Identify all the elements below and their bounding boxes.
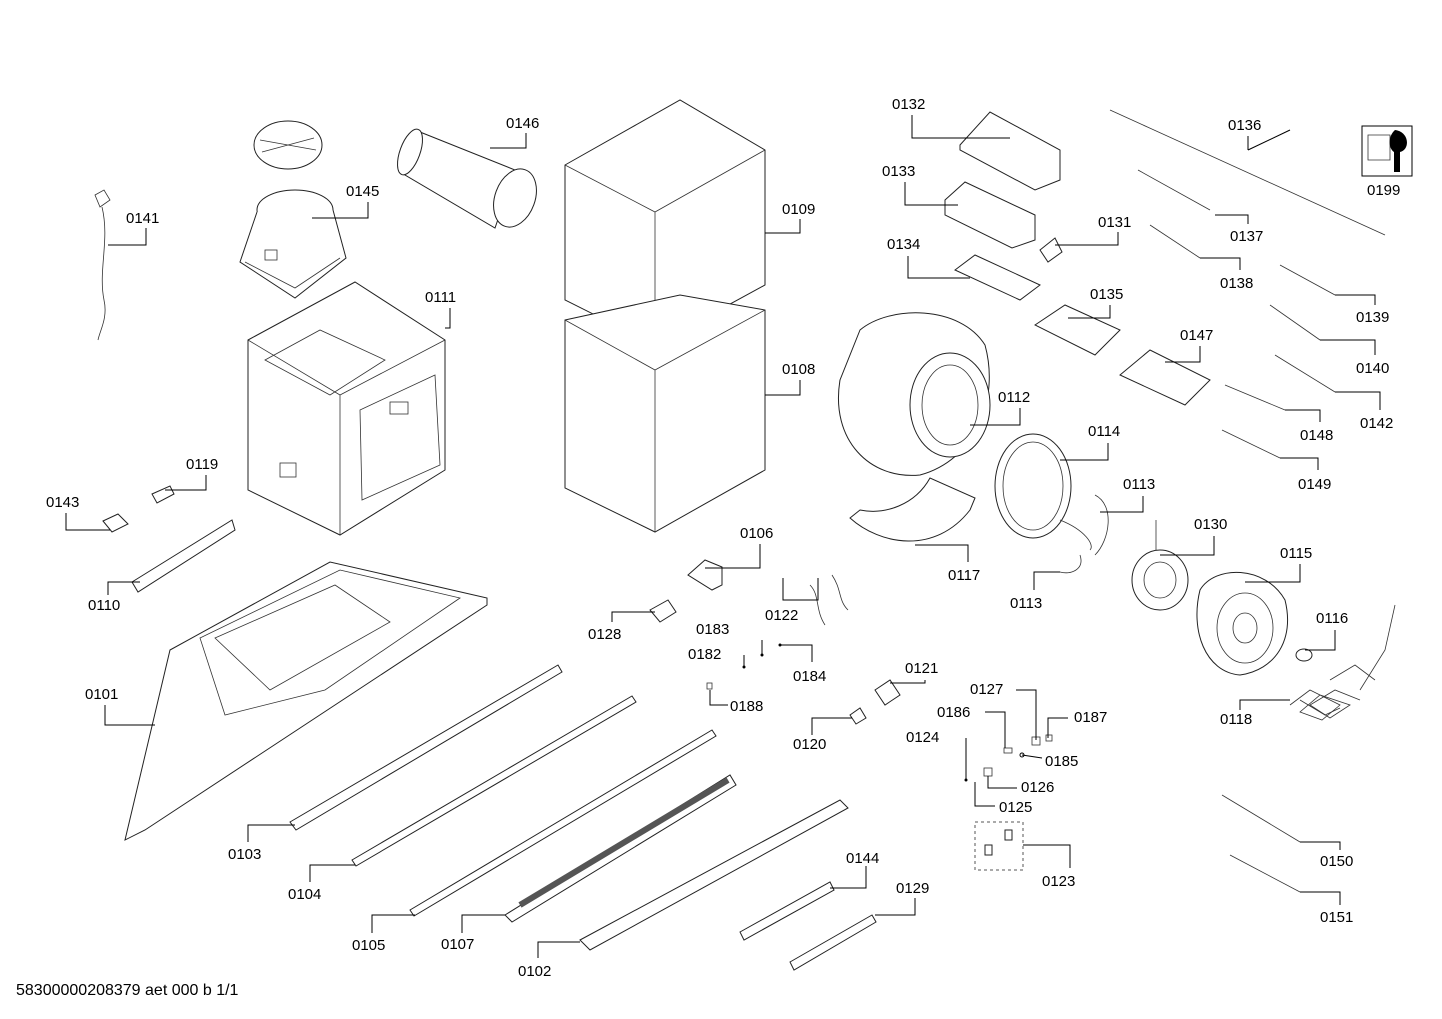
label-0126: 0126 <box>1021 779 1054 796</box>
label-0113-b: 0113 <box>1010 595 1042 612</box>
label-0134: 0134 <box>887 236 920 253</box>
label-0113-a: 0113 <box>1123 476 1155 493</box>
label-0112: 0112 <box>998 389 1030 406</box>
label-0111: 0111 <box>425 289 456 306</box>
upper-chimney-part <box>564 99 766 346</box>
label-0142: 0142 <box>1360 415 1393 432</box>
label-0122: 0122 <box>765 607 798 624</box>
label-0103: 0103 <box>228 846 261 863</box>
label-0187: 0187 <box>1074 709 1107 726</box>
power-cord-part <box>94 189 111 341</box>
label-0138: 0138 <box>1220 275 1253 292</box>
control-boards-part <box>954 254 1211 406</box>
label-0150: 0150 <box>1320 853 1353 870</box>
label-0136: 0136 <box>1228 117 1261 134</box>
label-0185: 0185 <box>1045 753 1078 770</box>
label-0199: 0199 <box>1367 182 1400 199</box>
label-0184: 0184 <box>793 668 826 685</box>
label-0124: 0124 <box>906 729 939 746</box>
label-0117: 0117 <box>948 567 980 584</box>
label-0115: 0115 <box>1280 545 1312 562</box>
label-0105: 0105 <box>352 937 385 954</box>
label-0143: 0143 <box>46 494 79 511</box>
label-0109: 0109 <box>782 201 815 218</box>
coil-part <box>1289 604 1396 721</box>
motor-bracket-part <box>1059 494 1109 574</box>
fan-housing-box-part <box>247 281 446 536</box>
label-0107: 0107 <box>441 936 474 953</box>
label-0137: 0137 <box>1230 228 1263 245</box>
fan-wheel-part <box>1196 571 1289 676</box>
small-brackets-part <box>102 485 236 593</box>
blower-housing-part <box>838 312 991 476</box>
filter-strips-part <box>289 664 877 971</box>
label-0144: 0144 <box>846 850 879 867</box>
label-0151: 0151 <box>1320 909 1353 926</box>
leader-lines <box>65 115 1381 958</box>
canopy-part <box>124 561 488 841</box>
label-0102: 0102 <box>518 963 551 980</box>
label-0135: 0135 <box>1090 286 1123 303</box>
label-0127: 0127 <box>970 681 1003 698</box>
label-0114: 0114 <box>1088 423 1120 440</box>
curved-shield-part <box>849 477 976 542</box>
label-0125: 0125 <box>999 799 1032 816</box>
blower-motor-part <box>1131 520 1189 611</box>
label-0140: 0140 <box>1356 360 1389 377</box>
lower-chimney-part <box>564 294 766 533</box>
label-0141: 0141 <box>126 210 159 227</box>
small-fittings-part <box>649 559 901 725</box>
label-0120: 0120 <box>793 736 826 753</box>
label-0128: 0128 <box>588 626 621 643</box>
label-0133: 0133 <box>882 163 915 180</box>
label-0118: 0118 <box>1220 711 1252 728</box>
label-0116: 0116 <box>1316 610 1348 627</box>
label-0119: 0119 <box>186 456 218 473</box>
label-0139: 0139 <box>1356 309 1389 326</box>
wrench-icon <box>1361 125 1413 177</box>
label-0106: 0106 <box>740 525 773 542</box>
wiring-cables-part <box>1109 109 1386 893</box>
label-0132: 0132 <box>892 96 925 113</box>
duct-tube-part <box>397 128 537 229</box>
label-0148: 0148 <box>1300 427 1333 444</box>
label-0110: 0110 <box>88 597 120 614</box>
label-0186: 0186 <box>937 704 970 721</box>
label-0188: 0188 <box>730 698 763 715</box>
label-0182: 0182 <box>688 646 721 663</box>
label-0104: 0104 <box>288 886 321 903</box>
exhaust-adapter-part <box>239 120 347 299</box>
label-0121: 0121 <box>905 660 938 677</box>
dashed-kit-box <box>974 821 1024 871</box>
electronics-housing-part <box>944 111 1063 263</box>
label-0123: 0123 <box>1042 873 1075 890</box>
label-0183: 0183 <box>696 621 729 638</box>
document-code: 58300000208379 aet 000 b 1/1 <box>16 982 239 999</box>
label-0129: 0129 <box>896 880 929 897</box>
label-0101: 0101 <box>85 686 118 703</box>
label-0145: 0145 <box>346 183 379 200</box>
label-0108: 0108 <box>782 361 815 378</box>
label-0149: 0149 <box>1298 476 1331 493</box>
label-0130: 0130 <box>1194 516 1227 533</box>
label-0147: 0147 <box>1180 327 1213 344</box>
label-0146: 0146 <box>506 115 539 132</box>
cap-part <box>1295 648 1313 662</box>
inlet-ring-part <box>994 433 1072 539</box>
part-labels: 0132 0146 0136 0133 0199 0145 0109 0141 … <box>46 96 1400 980</box>
label-0131: 0131 <box>1098 214 1131 231</box>
